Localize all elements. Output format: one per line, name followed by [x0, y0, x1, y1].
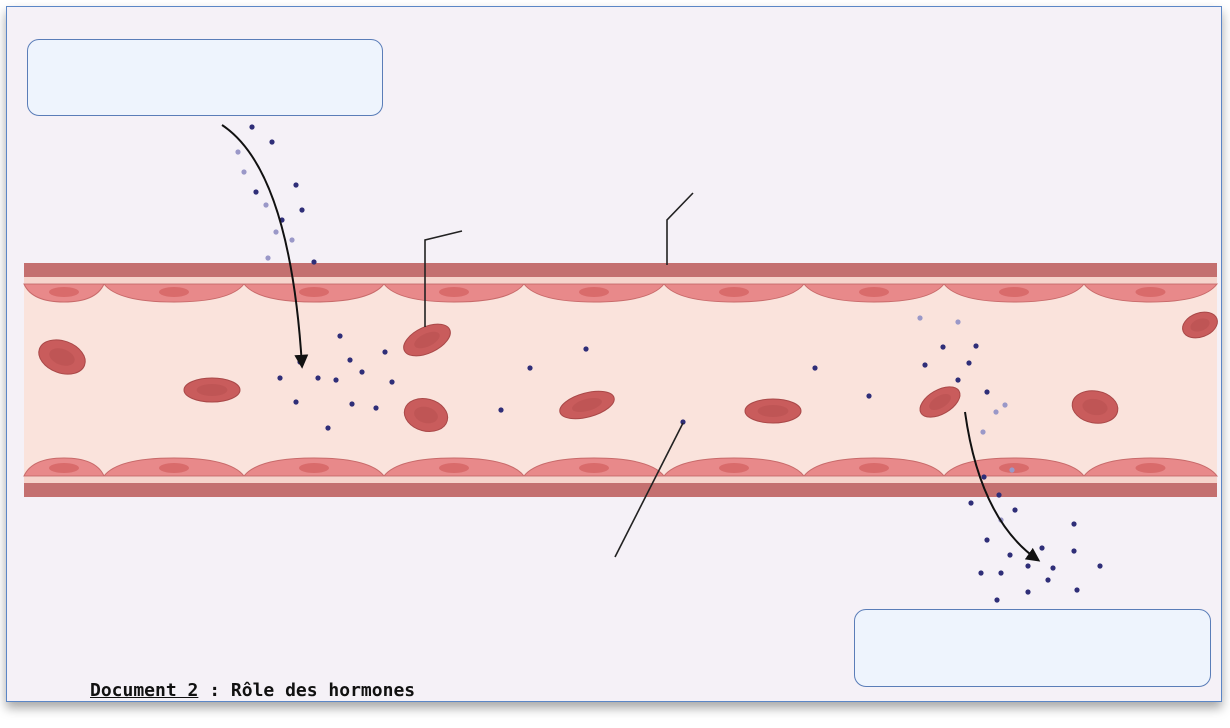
- hormone-molecule-icon: [955, 377, 960, 382]
- hormone-molecule-icon: [966, 360, 971, 365]
- hormone-molecule-icon: [299, 207, 304, 212]
- figure-caption: Document 2 : Rôle des hormones: [90, 680, 415, 701]
- cell-nucleus: [859, 463, 889, 473]
- hormone-molecule-icon: [382, 349, 387, 354]
- hormone-molecule-icon: [1074, 587, 1079, 592]
- hormone-molecule-icon: [583, 346, 588, 351]
- hormone-molecule-icon: [1025, 563, 1030, 568]
- caption-separator: :: [198, 680, 231, 701]
- hormone-molecule-icon: [498, 407, 503, 412]
- hormone-molecule-icon: [293, 399, 298, 404]
- hormone-molecule-icon: [1025, 589, 1030, 594]
- hormone-molecule-icon: [1071, 548, 1076, 553]
- hormone-molecule-icon: [1009, 467, 1014, 472]
- endothelium-bottom: [24, 458, 1217, 476]
- hormone-molecule-icon: [359, 369, 364, 374]
- endothelium-top: [24, 284, 1217, 302]
- hormone-molecule-icon: [311, 259, 316, 264]
- cell-nucleus: [49, 287, 79, 297]
- hormone-molecule-icon: [349, 401, 354, 406]
- cell-nucleus: [439, 463, 469, 473]
- hormone-molecule-icon: [347, 357, 352, 362]
- cell-nucleus: [299, 463, 329, 473]
- hormone-molecule-icon: [998, 570, 1003, 575]
- cell-nucleus: [299, 287, 329, 297]
- cell-nucleus: [1136, 287, 1166, 297]
- hormone-molecule-icon: [277, 375, 282, 380]
- hormone-molecule-icon: [917, 315, 922, 320]
- cell-nucleus: [999, 287, 1029, 297]
- hormone-molecule-icon: [1002, 402, 1007, 407]
- hormone-molecule-icon: [973, 343, 978, 348]
- answer-box-bottom-right[interactable]: [854, 609, 1211, 687]
- hormone-molecule-icon: [940, 344, 945, 349]
- cell-nucleus: [719, 463, 749, 473]
- vessel-wall-bottom-inner: [24, 477, 1217, 483]
- hormone-molecule-icon: [955, 319, 960, 324]
- hormone-molecule-icon: [996, 492, 1001, 497]
- cell-nucleus: [1136, 463, 1166, 473]
- hormone-molecule-icon: [333, 377, 338, 382]
- hormone-molecule-icon: [289, 237, 294, 242]
- cell-nucleus: [159, 463, 189, 473]
- red-blood-cell-icon: [184, 378, 240, 402]
- cell-nucleus: [439, 287, 469, 297]
- vessel-wall-top: [24, 263, 1217, 277]
- hormone-molecule-icon: [293, 182, 298, 187]
- hormone-molecule-icon: [253, 189, 258, 194]
- hormone-molecule-icon: [269, 139, 274, 144]
- hormone-molecule-icon: [968, 500, 973, 505]
- hormone-molecule-icon: [994, 597, 999, 602]
- caption-title: Rôle des hormones: [231, 680, 415, 701]
- hormone-molecule-icon: [265, 255, 270, 260]
- hormone-molecule-icon: [389, 379, 394, 384]
- vessel-wall-top-inner: [24, 277, 1217, 283]
- cell-nucleus: [859, 287, 889, 297]
- hormone-molecule-icon: [249, 124, 254, 129]
- hormone-molecule-icon: [315, 375, 320, 380]
- cell-nucleus: [159, 287, 189, 297]
- hormone-molecule-icon: [993, 409, 998, 414]
- hormone-molecule-icon: [922, 362, 927, 367]
- hormone-molecule-icon: [263, 202, 268, 207]
- cell-nucleus: [49, 463, 79, 473]
- hormone-molecule-icon: [1039, 545, 1044, 550]
- hormone-molecule-icon: [1050, 565, 1055, 570]
- hormone-molecule-icon: [1071, 521, 1076, 526]
- caption-document-ref: Document 2: [90, 680, 198, 701]
- cell-nucleus: [579, 287, 609, 297]
- hormone-molecule-icon: [273, 229, 278, 234]
- hormone-molecule-icon: [980, 429, 985, 434]
- hormone-molecule-icon: [866, 393, 871, 398]
- hormone-molecule-icon: [812, 365, 817, 370]
- hormone-molecule-icon: [984, 537, 989, 542]
- cell-nucleus: [719, 287, 749, 297]
- hormone-molecule-icon: [235, 149, 240, 154]
- red-blood-cell-icon: [745, 399, 801, 423]
- hormone-molecule-icon: [978, 570, 983, 575]
- hormone-molecule-icon: [337, 333, 342, 338]
- hormone-molecule-icon: [1045, 577, 1050, 582]
- hormone-molecule-icon: [325, 425, 330, 430]
- hormone-molecule-icon: [1012, 507, 1017, 512]
- hormone-molecule-icon: [981, 474, 986, 479]
- cell-nucleus: [579, 463, 609, 473]
- answer-box-top-left[interactable]: [27, 39, 383, 116]
- leader-line-vessel-wall: [667, 193, 693, 265]
- hormone-molecule-icon: [1097, 563, 1102, 568]
- hormone-molecule-icon: [1007, 552, 1012, 557]
- vessel-wall-bottom: [24, 483, 1217, 497]
- hormone-molecule-icon: [373, 405, 378, 410]
- hormone-molecule-icon: [527, 365, 532, 370]
- hormone-molecule-icon: [241, 169, 246, 174]
- hormone-molecule-icon: [984, 389, 989, 394]
